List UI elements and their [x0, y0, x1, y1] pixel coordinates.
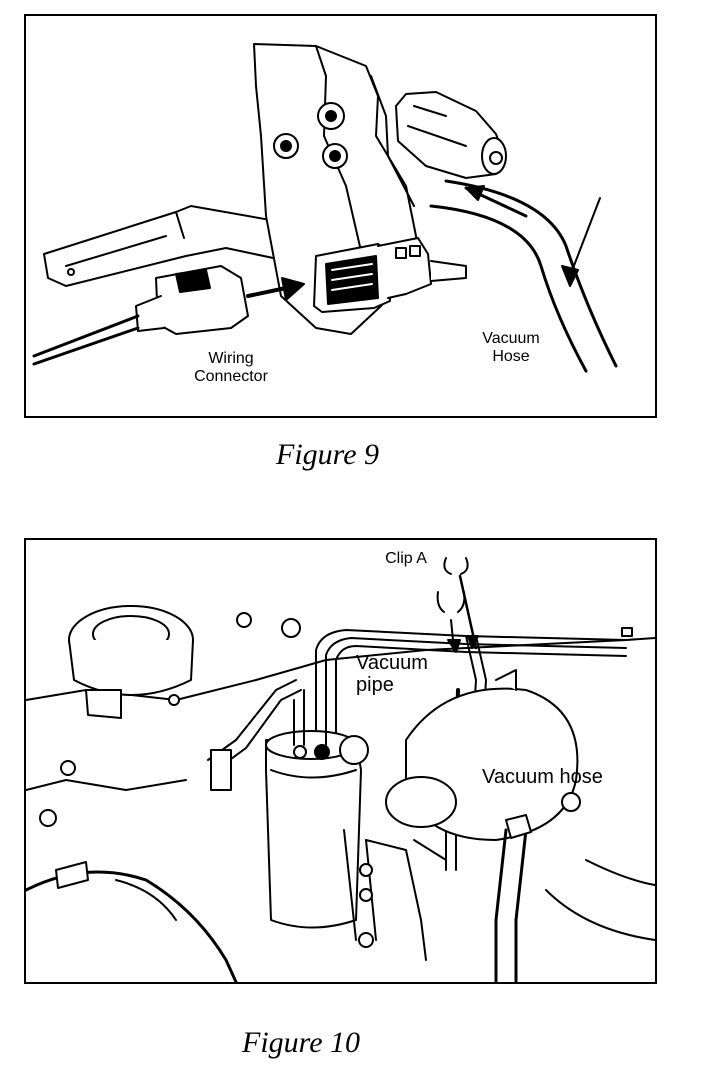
vacuum-hose-label: Vacuum Hose [482, 330, 540, 365]
figure-9-panel: Wiring Connector Vacuum Hose [24, 14, 657, 418]
figure-9-caption: Figure 9 [276, 438, 380, 471]
vacuum-hose-label-10: Vacuum hose [482, 766, 603, 788]
figure-10-panel: Clip A Vacuum pipe Vacuum hose [24, 538, 657, 984]
figure-10-caption: Figure 10 [242, 1026, 361, 1059]
vacuum-pipe-label: Vacuum pipe [356, 652, 428, 696]
figure-9-illustration [32, 43, 618, 373]
figure-10-illustration [26, 557, 655, 982]
clip-a-label: Clip A [385, 550, 427, 567]
wiring-connector-label: Wiring Connector [194, 350, 268, 385]
